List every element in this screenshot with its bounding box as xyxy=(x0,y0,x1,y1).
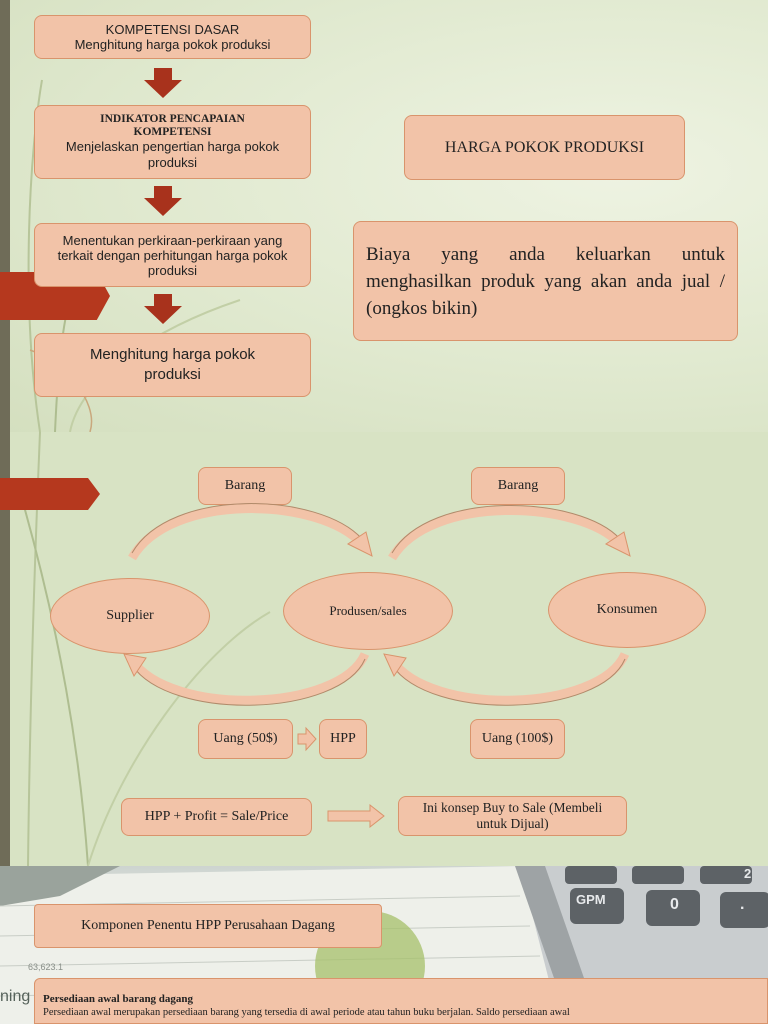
step-3-box: Menentukan perkiraan-perkiraan yang terk… xyxy=(34,223,311,287)
calc-key-dot: . xyxy=(740,896,745,913)
left-accent-bar xyxy=(0,0,10,432)
uang-left-box: Uang (50$) xyxy=(198,719,293,759)
uang-left-label: Uang (50$) xyxy=(213,731,278,746)
produsen-label: Produsen/sales xyxy=(329,603,407,618)
slide-1: KOMPETENSI DASAR Menghitung harga pokok … xyxy=(0,0,768,432)
uang-right-box: Uang (100$) xyxy=(470,719,565,759)
step-3-text: Menentukan perkiraan-perkiraan yang terk… xyxy=(57,232,288,278)
supplier-node: Supplier xyxy=(50,578,210,654)
formula-label: HPP + Profit = Sale/Price xyxy=(144,809,289,824)
flow-arrows xyxy=(123,503,631,829)
barang-right-box: Barang xyxy=(471,467,565,505)
supplier-label: Supplier xyxy=(106,608,154,623)
down-arrow-icon xyxy=(144,186,182,216)
calc-key-gpm: GPM xyxy=(576,892,606,907)
step-4-box: Menghitung harga pokok produksi xyxy=(34,333,311,397)
definition-box: Biaya yang anda keluarkan untuk menghasi… xyxy=(353,221,738,341)
slide-3: GPM 0 . 2 63,623.1 ning Komponen Penentu… xyxy=(0,866,768,1024)
ipk-title: INDIKATOR PENCAPAIAN KOMPETENSI xyxy=(100,113,245,138)
concept-box: Ini konsep Buy to Sale (Membeli untuk Di… xyxy=(398,796,627,836)
ipk-text: Menjelaskan pengertian harga pokok produ… xyxy=(65,139,280,170)
kd-text: Menghitung harga pokok produksi xyxy=(74,37,271,52)
barang-left-label: Barang xyxy=(224,478,266,493)
konsumen-node: Konsumen xyxy=(548,572,706,648)
concept-label: Ini konsep Buy to Sale (Membeli untuk Di… xyxy=(422,800,603,831)
persediaan-box: Persediaan awal barang dagang Persediaan… xyxy=(34,978,768,1024)
calc-key-2: 2 xyxy=(744,866,752,881)
persediaan-heading: Persediaan awal barang dagang xyxy=(43,993,194,1005)
hpp-label: HPP xyxy=(330,731,356,746)
konsumen-label: Konsumen xyxy=(596,602,658,617)
paper-word: ning xyxy=(0,988,31,1005)
persediaan-text: Persediaan awal merupakan persediaan bar… xyxy=(43,1007,570,1018)
down-arrow-icon xyxy=(144,294,182,324)
hpp-heading-box: HARGA POKOK PRODUKSI xyxy=(404,115,685,180)
komponen-title: Komponen Penentu HPP Perusahaan Dagang xyxy=(81,918,335,933)
slide-2: Barang Barang Supplier Produsen/sales Ko… xyxy=(0,432,768,866)
indikator-box: INDIKATOR PENCAPAIAN KOMPETENSI Menjelas… xyxy=(34,105,311,179)
formula-box: HPP + Profit = Sale/Price xyxy=(121,798,312,836)
hpp-heading: HARGA POKOK PRODUKSI xyxy=(444,138,645,156)
paper-number: 63,623.1 xyxy=(28,962,64,972)
left-accent-bar xyxy=(0,432,10,866)
uang-right-label: Uang (100$) xyxy=(481,731,554,746)
komponen-title-box: Komponen Penentu HPP Perusahaan Dagang xyxy=(34,904,382,948)
down-arrow-icon xyxy=(144,68,182,98)
kompetensi-dasar-box: KOMPETENSI DASAR Menghitung harga pokok … xyxy=(34,15,311,59)
barang-right-label: Barang xyxy=(497,478,539,493)
hpp-box: HPP xyxy=(319,719,367,759)
calc-key-zero: 0 xyxy=(670,896,679,913)
step-4-text: Menghitung harga pokok produksi xyxy=(89,346,256,383)
kd-title: KOMPETENSI DASAR xyxy=(105,22,240,37)
red-tag-marker xyxy=(0,478,100,510)
produsen-node: Produsen/sales xyxy=(283,572,453,650)
definition-text: Biaya yang anda keluarkan untuk menghasi… xyxy=(366,243,725,319)
